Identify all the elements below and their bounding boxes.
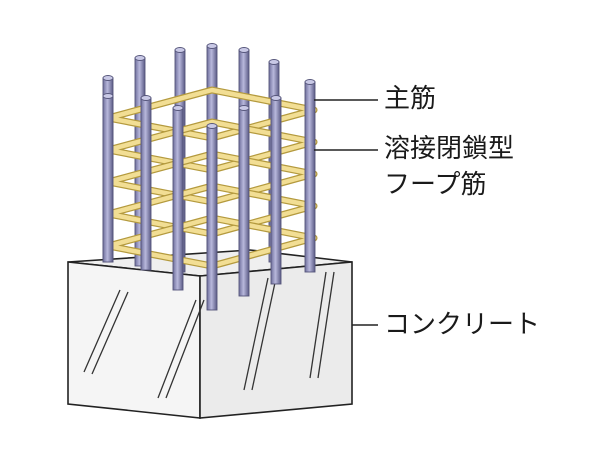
main-rebars-front xyxy=(102,79,316,311)
concrete-right-face xyxy=(199,261,353,419)
rebar-shaft xyxy=(140,97,152,271)
rebar-tip xyxy=(174,47,186,53)
concrete-block xyxy=(67,249,353,419)
rebar-tip xyxy=(304,79,316,85)
rebar-tip xyxy=(238,105,250,111)
leader-lines xyxy=(314,99,378,326)
rebar-shaft xyxy=(270,97,282,285)
rebar-shaft xyxy=(172,107,184,291)
rebar-shaft xyxy=(102,95,114,263)
rebar-tip xyxy=(270,95,282,101)
main-rebar-f0 xyxy=(102,93,114,263)
rebar-shaft xyxy=(238,107,250,297)
rebar-shaft xyxy=(206,125,218,311)
rebar-tip xyxy=(268,59,280,65)
label-hoop-line2: フープ筋 xyxy=(384,170,487,200)
rebar-shaft xyxy=(304,81,316,273)
rebar-tip xyxy=(206,43,218,49)
rebar-tip xyxy=(206,123,218,129)
main-rebar-f4 xyxy=(238,105,250,297)
label-main-rebar: 主筋 xyxy=(384,84,437,114)
rebar-tip xyxy=(172,105,184,111)
rebar-tip xyxy=(102,93,114,99)
rebar-tip xyxy=(102,75,114,81)
label-hoop-line1: 溶接閉鎖型 xyxy=(384,134,515,164)
main-rebar-f5 xyxy=(270,95,282,285)
rebar-tip xyxy=(134,55,146,61)
main-rebar-f2 xyxy=(172,105,184,291)
label-concrete: コンクリート xyxy=(384,310,541,340)
rebar-tip xyxy=(238,47,250,53)
main-rebar-f6 xyxy=(304,79,316,273)
main-rebar-f1 xyxy=(140,95,152,271)
concrete-texture xyxy=(83,271,335,399)
main-rebar-f3 xyxy=(206,123,218,311)
rebar-tip xyxy=(140,95,152,101)
